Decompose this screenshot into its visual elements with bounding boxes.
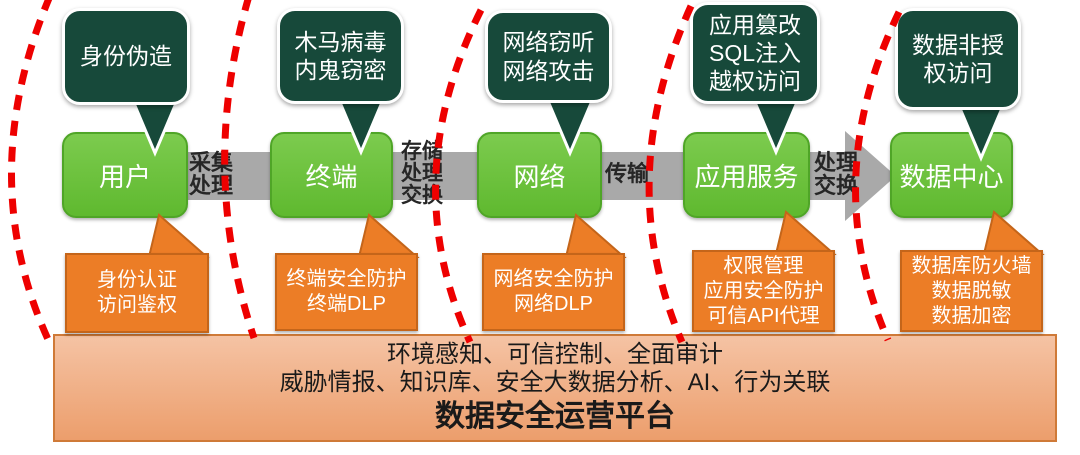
flow-label-store-process-exchange: 存储 处理 交换 [401,140,443,208]
protection-callout-terminal: 终端安全防护 终端DLP [275,253,418,331]
threat-bubble-network: 网络窃听 网络攻击 [485,10,612,103]
platform-capability-line2: 威胁情报、知识库、安全大数据分析、AI、行为关联 [279,369,831,396]
protection-callout-network: 网络安全防护 网络DLP [482,253,625,331]
node-data-center: 数据中心 [890,132,1013,218]
threat-bubble-user: 身份伪造 [62,8,190,105]
protection-callout-data-center: 数据库防火墙 数据脱敏 数据加密 [900,250,1043,332]
threat-bubble-terminal: 木马病毒 内鬼窃密 [277,8,404,104]
threat-bubble-app-service: 应用篡改 SQL注入 越权访问 [690,2,820,104]
threat-bubble-data-center: 数据非授 权访问 [895,8,1021,110]
callout-tail-data-center [982,210,1045,255]
callout-tail-network [564,213,627,258]
node-app-service: 应用服务 [683,132,810,218]
boundary-dashed-arc-1 [8,0,56,350]
security-operation-platform-box: 环境感知、可信控制、全面审计 威胁情报、知识库、安全大数据分析、AI、行为关联 … [53,334,1057,442]
node-network: 网络 [477,132,602,218]
node-user: 用户 [62,132,188,218]
callout-tail-app-service [774,210,837,255]
protection-callout-user: 身份认证 访问鉴权 [65,253,209,333]
protection-callout-app-service: 权限管理 应用安全防护 可信API代理 [692,250,835,332]
callout-tail-terminal [357,213,420,258]
node-terminal: 终端 [270,132,393,218]
callout-tail-user [147,213,210,258]
platform-capability-line1: 环境感知、可信控制、全面审计 [387,340,723,368]
platform-title: 数据安全运营平台 [435,400,675,434]
